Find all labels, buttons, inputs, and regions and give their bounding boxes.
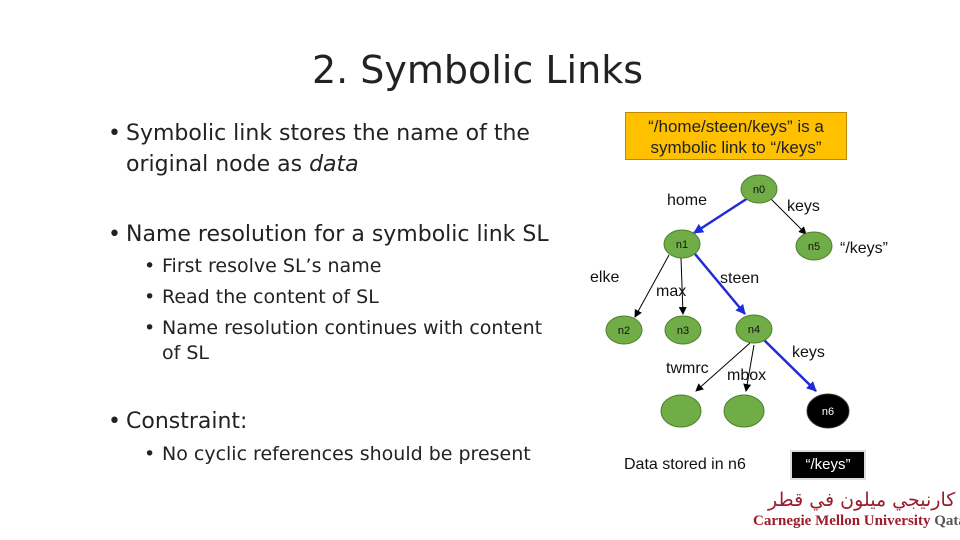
edge-home (693, 196, 749, 235)
edge-max (678, 257, 687, 315)
node-label-n2: n2 (618, 325, 630, 337)
node-label-n0: n0 (753, 184, 765, 196)
bullet-name-resolution: •Name resolution for a symbolic link SL (108, 222, 549, 247)
edge-label-steen: steen (720, 270, 760, 287)
edge-label-home: home (667, 192, 708, 209)
bullet-name-resolution-text: Name resolution for a symbolic link SL (126, 222, 549, 247)
node-n6-left (660, 394, 702, 428)
node-label-n4: n4 (748, 324, 760, 336)
edge-elke (634, 254, 670, 318)
edge-label-max: max (656, 283, 687, 300)
bullet-dot: • (108, 222, 121, 247)
node-n0 (740, 174, 778, 204)
sub-bullet-1: • First resolve SL’s name (144, 255, 381, 277)
node-n6-mid (723, 394, 765, 428)
bullet-symbolic-link-line1: Symbolic link stores the name of the (126, 121, 530, 146)
symlink-content-box: “/keys” (790, 450, 866, 480)
sub-bullet-dot: • (144, 286, 156, 308)
node-n6 (806, 393, 850, 429)
callout-line1: “/home/steen/keys” is a (648, 117, 824, 136)
edge-keys-top (769, 197, 807, 235)
node-label-n6: n6 (822, 406, 834, 418)
sub-bullet-2: • Read the content of SL (144, 286, 379, 308)
edge-steen (694, 253, 746, 315)
sub-bullet-2-text: Read the content of SL (162, 286, 379, 308)
bullet-constraint: •Constraint: (108, 409, 247, 434)
edge-label-elke: elke (590, 269, 620, 286)
edge-label-keys-top: keys (787, 198, 820, 215)
node-label-n5: n5 (808, 241, 820, 253)
edge-label-mbox: mbox (727, 367, 767, 384)
node-n1 (663, 229, 701, 259)
sub-bullet-3-text: Name resolution continues with content (162, 317, 543, 339)
node-n5 (795, 231, 833, 261)
sub-bullet-1-text: First resolve SL’s name (162, 255, 382, 277)
edge-mbox (743, 344, 755, 392)
bullet-symbolic-link-line2-text: original node as (126, 152, 310, 177)
sub-bullet-dot: • (144, 317, 156, 339)
node-label-n1: n1 (676, 239, 688, 251)
symlink-callout: “/home/steen/keys” is a symbolic link to… (625, 112, 847, 160)
slide-title: 2. Symbolic Links (311, 48, 644, 92)
university-logo-english: Carnegie Mellon University (753, 513, 931, 529)
sub-bullet-3: • Name resolution continues with content (144, 317, 542, 339)
callout-line2: symbolic link to “/keys” (650, 138, 822, 157)
bullet-symbolic-link: •Symbolic link stores the name of the (108, 121, 530, 146)
sub-bullet-dot: • (144, 255, 156, 277)
edge-label-keys-bottom: keys (792, 344, 825, 361)
sub-bullet-dot: • (144, 443, 156, 465)
data-stored-label: Data stored in n6 (624, 456, 746, 473)
sub-bullet-3-line2: of SL (162, 342, 209, 364)
edge-keys-bottom (763, 339, 817, 392)
edge-label-keys-target: “/keys” (840, 240, 888, 257)
university-logo: Carnegie Mellon University Qatar (753, 513, 960, 530)
sub-bullet-constraint-text: No cyclic references should be present (162, 443, 531, 465)
university-logo-arabic: جامعة كارنيجي ميلون في قطر (768, 489, 960, 511)
node-n4 (735, 314, 773, 344)
university-logo-qatar: Qatar (934, 513, 960, 529)
sub-bullet-constraint: • No cyclic references should be present (144, 443, 531, 465)
bullet-dot: • (108, 409, 121, 434)
node-n2 (605, 315, 643, 345)
edge-twmrc (695, 342, 751, 392)
bullet-dot: • (108, 121, 121, 146)
bullet-symbolic-link-line2: original node as data (126, 152, 359, 177)
edge-label-twmrc: twmrc (666, 360, 709, 377)
bullet-constraint-text: Constraint: (126, 409, 248, 434)
node-label-n3: n3 (677, 325, 689, 337)
bullet-italic-data: data (309, 152, 359, 177)
node-n3 (664, 315, 702, 345)
